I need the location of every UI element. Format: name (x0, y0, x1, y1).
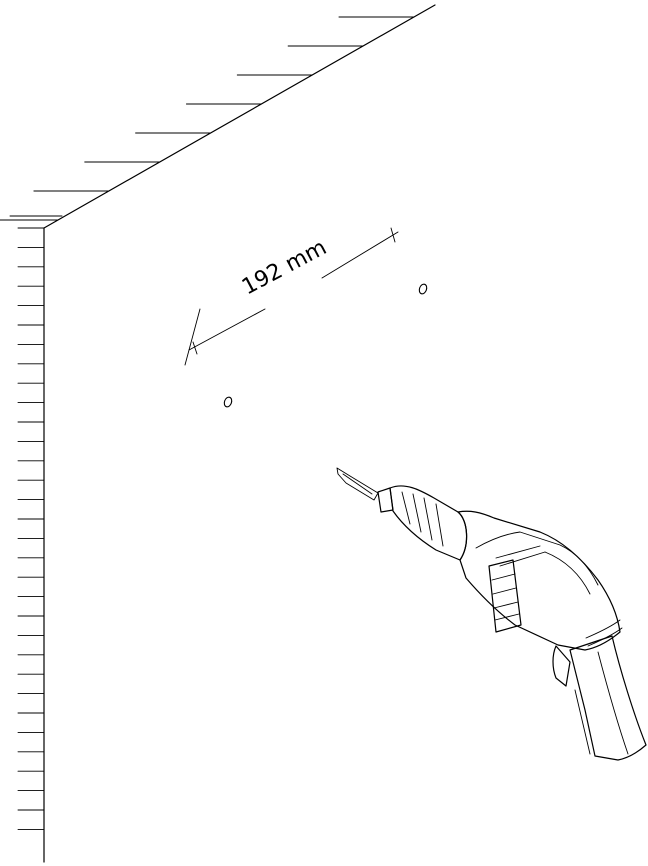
drill-body-ridge (495, 545, 541, 559)
chuck-rib (412, 493, 422, 533)
dimension-line-left (188, 308, 266, 351)
drill-rear-band (585, 619, 621, 639)
chuck-rib (423, 497, 433, 541)
chuck-rib (401, 491, 411, 525)
drill-body (457, 510, 621, 651)
dimension-tick-left (192, 341, 198, 355)
drill-vent-grille (488, 559, 522, 633)
screw-holes (223, 283, 428, 408)
drill-bit (336, 467, 379, 501)
drill-handle (569, 635, 647, 761)
chuck-rib (435, 503, 444, 547)
drill-body-ridge (499, 551, 546, 567)
drill-rear-band (587, 627, 623, 647)
dimension-label: 192 mm (238, 235, 331, 300)
drill-handle-grip (574, 689, 591, 755)
dimension-extension-left (184, 308, 201, 366)
drill-handle-grip (597, 651, 629, 755)
wall (0, 4, 436, 863)
screw-hole-icon (418, 283, 428, 295)
vent-slot (493, 601, 519, 609)
power-drill-icon (336, 467, 647, 761)
ceiling-hatching (0, 16, 415, 221)
vent-slot (494, 613, 520, 621)
vent-slot (492, 587, 517, 595)
dimension-annotation: 192 mm (184, 227, 399, 366)
drill-body-ridge (544, 551, 591, 595)
wall-ceiling-edge (43, 4, 436, 229)
vent-slot (491, 573, 516, 581)
screw-hole-icon (223, 396, 233, 408)
wall-hatching (17, 227, 45, 830)
dimension-line-right (321, 231, 399, 279)
drill-chuck (389, 485, 468, 561)
drill-trigger (552, 645, 571, 687)
dimension-tick-right (390, 227, 396, 243)
drill-bit-groove (342, 473, 373, 495)
drill-body-ridge (475, 531, 599, 586)
